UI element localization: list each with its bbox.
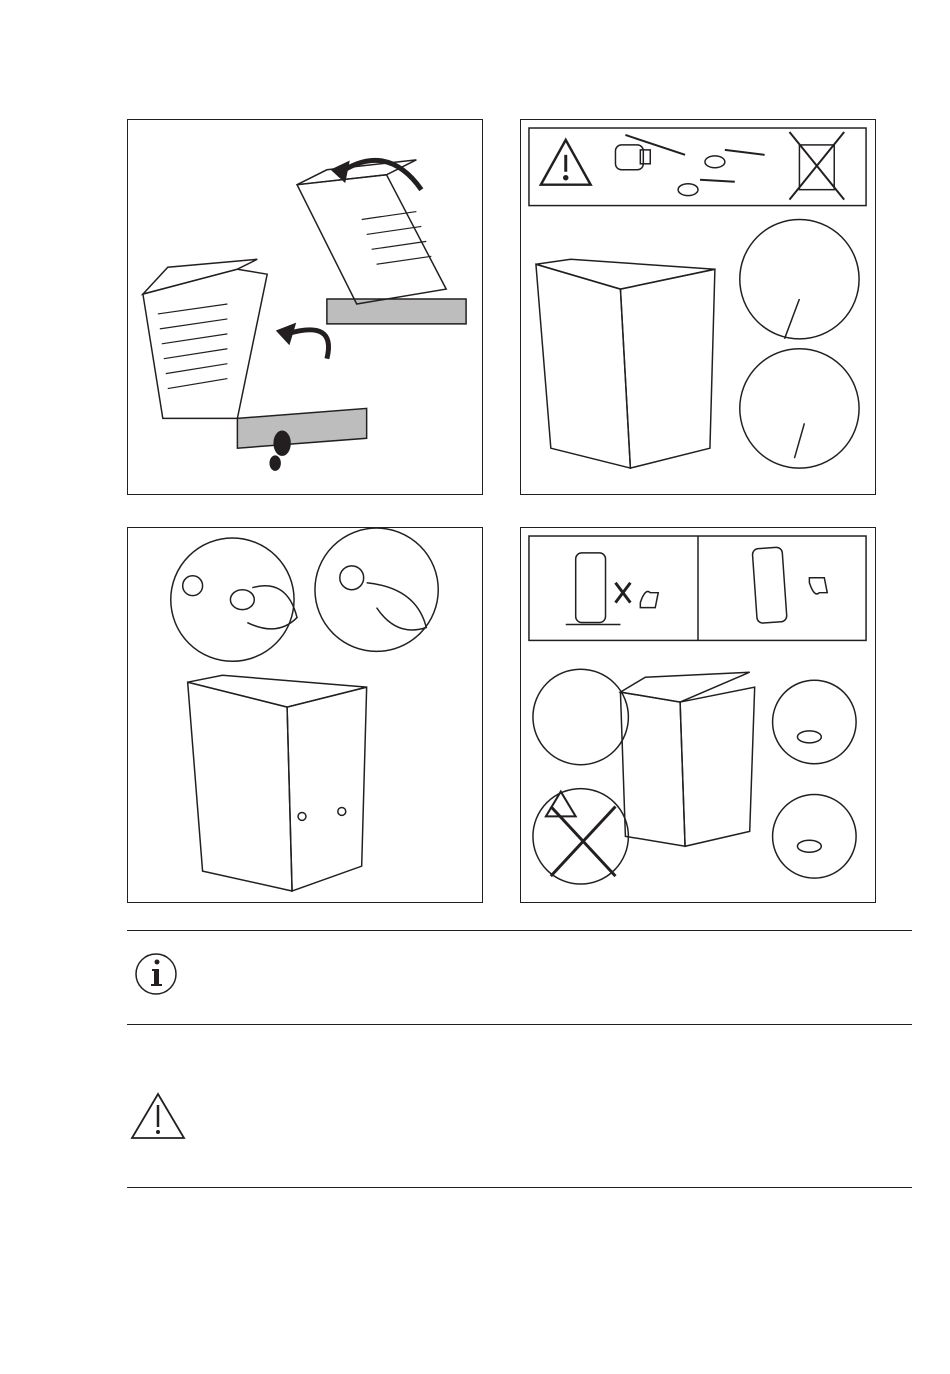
level-icon	[565, 552, 621, 626]
figure-tilt-appliance	[127, 119, 483, 495]
divider	[127, 1024, 912, 1025]
figure-remove-transit-bolts	[520, 119, 876, 495]
warning-icon	[538, 137, 593, 186]
info-icon	[135, 953, 177, 995]
rotate-arrow-icon	[286, 158, 424, 360]
appliance-icon	[618, 671, 756, 848]
thumb-up-icon	[614, 581, 660, 609]
warning-icon	[130, 1092, 186, 1139]
figure-level-appliance	[520, 527, 876, 903]
warning-icon	[544, 789, 578, 818]
divider	[127, 930, 912, 931]
hand-icon	[246, 582, 428, 631]
appliance-icon	[535, 258, 716, 470]
washer-icon	[677, 155, 726, 197]
appliance-icon	[186, 674, 368, 893]
level-icon	[751, 546, 788, 624]
bolt-icon	[625, 134, 765, 183]
wrench-icon	[783, 298, 806, 459]
do-not-discard-icon	[788, 131, 845, 201]
packaging-base-icon	[236, 298, 467, 450]
appliance-icon	[140, 159, 448, 420]
adjustable-foot-icon	[796, 730, 823, 853]
figure-insert-plugs	[127, 527, 483, 903]
foot-icon	[269, 430, 291, 471]
plug-icon	[614, 144, 652, 171]
divider	[127, 1187, 912, 1188]
plug-icon	[181, 565, 365, 611]
thumb-down-icon	[808, 577, 829, 595]
